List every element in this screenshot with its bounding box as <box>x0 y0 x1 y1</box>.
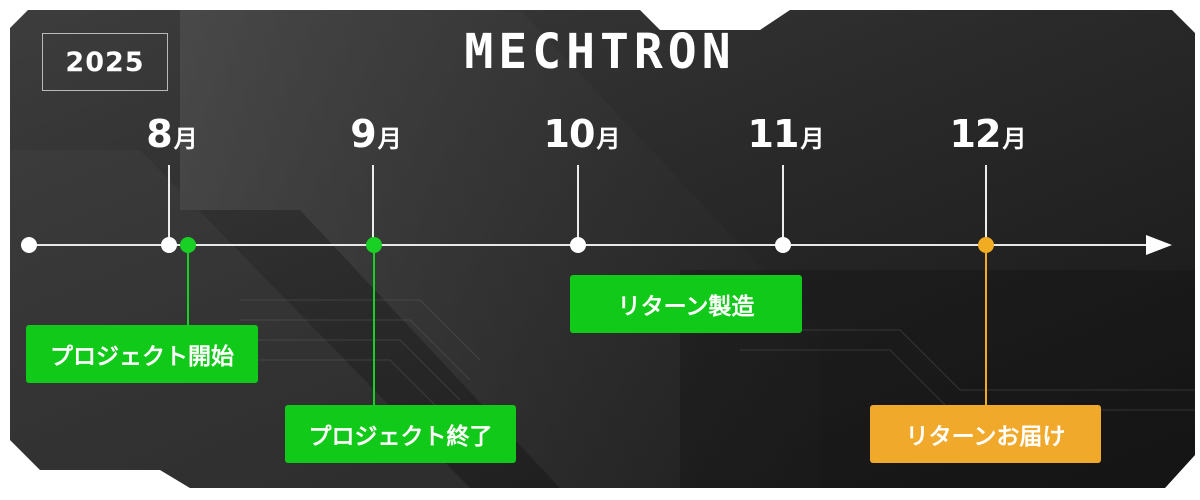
axis-arrow-icon <box>1146 235 1172 255</box>
event-reward-delivery: リターンお届け <box>870 405 1101 463</box>
month-dot <box>775 237 791 253</box>
month-tick <box>168 165 170 245</box>
month-unit: 月 <box>800 125 825 153</box>
brand-logo: MECHTRON <box>464 24 736 80</box>
month-number: 10 <box>543 112 596 156</box>
timeline-start-dot <box>21 237 37 253</box>
month-dot <box>161 237 177 253</box>
month-label-10: 10月 <box>517 112 647 156</box>
month-tick <box>782 165 784 245</box>
month-label-11: 11月 <box>721 112 851 156</box>
event-connector <box>187 245 189 327</box>
year-badge: 2025 <box>42 33 168 91</box>
month-number: 11 <box>747 112 800 156</box>
month-tick <box>577 165 579 245</box>
event-dot <box>978 237 994 253</box>
month-number: 9 <box>350 112 376 156</box>
event-project-start: プロジェクト開始 <box>26 325 258 383</box>
event-connector <box>985 245 987 407</box>
month-unit: 月 <box>173 125 198 153</box>
month-label-8: 8月 <box>107 112 237 156</box>
event-reward-production: リターン製造 <box>570 275 802 333</box>
event-dot <box>366 237 382 253</box>
month-unit: 月 <box>377 125 402 153</box>
month-dot <box>570 237 586 253</box>
month-number: 12 <box>949 112 1002 156</box>
month-unit: 月 <box>596 125 621 153</box>
timeline-axis <box>28 244 1152 246</box>
month-tick <box>985 165 987 245</box>
month-label-12: 12月 <box>923 112 1053 156</box>
month-tick <box>372 165 374 245</box>
event-connector <box>373 245 375 407</box>
month-unit: 月 <box>1002 125 1027 153</box>
month-number: 8 <box>146 112 172 156</box>
event-dot <box>180 237 196 253</box>
month-label-9: 9月 <box>311 112 441 156</box>
event-project-end: プロジェクト終了 <box>285 405 516 463</box>
